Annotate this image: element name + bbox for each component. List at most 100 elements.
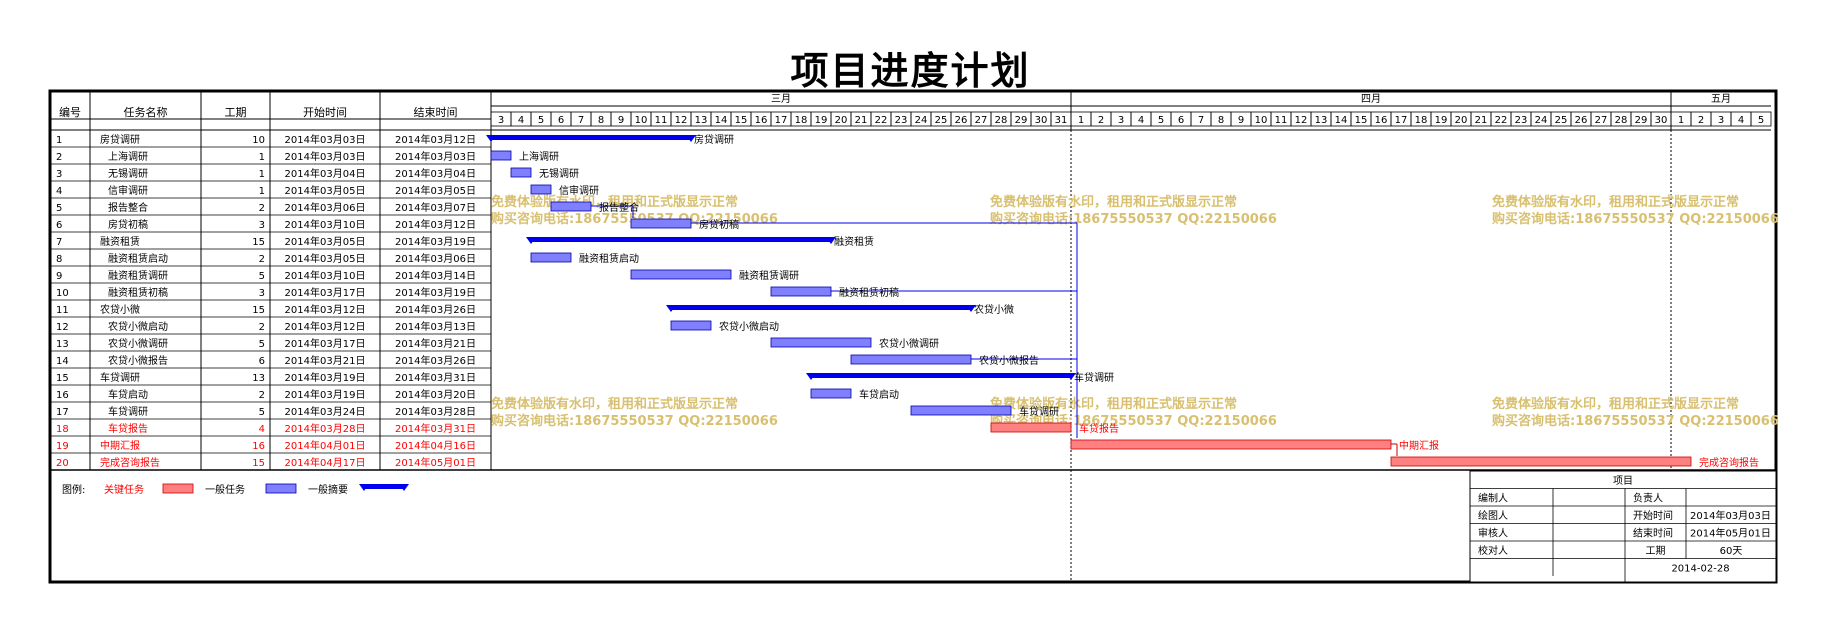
day-label: 7 (578, 115, 584, 126)
task-duration: 15 (252, 237, 265, 248)
task-start: 2014年04月01日 (285, 439, 366, 452)
task-duration: 1 (259, 152, 265, 163)
task-bar (630, 218, 692, 229)
day-label: 1 (1678, 115, 1684, 126)
day-label: 15 (735, 115, 748, 126)
task-bar (810, 388, 852, 399)
column-header: 结束时间 (414, 106, 458, 119)
day-label: 15 (1355, 115, 1368, 126)
task-duration: 2 (259, 203, 265, 214)
info-label: 审核人 (1478, 527, 1508, 540)
bar-label: 房贷初稿 (699, 218, 739, 231)
info-date: 2014-02-28 (1671, 564, 1729, 575)
day-label: 14 (715, 115, 728, 126)
day-label: 30 (1655, 115, 1668, 126)
day-label: 26 (1575, 115, 1588, 126)
task-start: 2014年03月12日 (285, 303, 366, 316)
task-bar (850, 354, 972, 365)
legend-critical-swatch (162, 483, 194, 494)
task-name: 融资租赁启动 (108, 252, 168, 265)
task-duration: 3 (259, 220, 265, 231)
task-name: 农贷小微报告 (108, 354, 168, 367)
task-end: 2014年03月05日 (395, 184, 476, 197)
info-value: 2014年05月01日 (1690, 527, 1771, 540)
task-id: 1 (56, 135, 62, 146)
day-label: 20 (1455, 115, 1468, 126)
task-end: 2014年03月19日 (395, 235, 476, 248)
task-name: 信审调研 (108, 184, 148, 197)
task-name: 融资租赁 (100, 235, 140, 248)
task-id: 8 (56, 254, 62, 265)
info-label: 校对人 (1478, 544, 1508, 557)
watermark-text: 购买咨询电话:18675550537 QQ:22150066 (1492, 413, 1779, 429)
day-label: 24 (1535, 115, 1548, 126)
task-end: 2014年03月04日 (395, 167, 476, 180)
task-duration: 1 (259, 169, 265, 180)
info-label: 工期 (1646, 545, 1666, 557)
task-id: 19 (56, 441, 69, 452)
day-label: 16 (755, 115, 768, 126)
task-end: 2014年03月21日 (395, 337, 476, 350)
legend-summary-label: 一般摘要 (308, 483, 348, 496)
task-name: 完成咨询报告 (100, 456, 160, 469)
day-label: 28 (995, 115, 1008, 126)
watermark-text: 免费体验版有水印，租用和正式版显示正常 (491, 396, 738, 412)
task-bar (530, 184, 552, 195)
task-end: 2014年03月06日 (395, 252, 476, 265)
bar-label: 车贷调研 (1019, 405, 1059, 418)
day-label: 8 (598, 115, 604, 126)
task-bar (630, 269, 732, 280)
month-label: 四月 (1361, 93, 1381, 105)
legend-critical-label: 关键任务 (104, 483, 144, 496)
day-label: 3 (1118, 115, 1124, 126)
task-name: 融资租赁调研 (108, 269, 168, 282)
task-start: 2014年03月12日 (285, 320, 366, 333)
column-header: 任务名称 (124, 105, 168, 119)
day-label: 5 (1758, 115, 1764, 126)
task-end: 2014年03月03日 (395, 150, 476, 163)
day-label: 5 (538, 115, 544, 126)
day-label: 10 (635, 115, 648, 126)
day-label: 4 (1138, 115, 1144, 126)
bar-label: 农贷小微报告 (979, 354, 1039, 367)
summary-end-marker (666, 305, 676, 312)
info-label: 编制人 (1478, 492, 1508, 505)
task-bar (910, 405, 1012, 416)
task-bar (670, 320, 712, 331)
bar-label: 房贷调研 (694, 133, 734, 146)
day-label: 26 (955, 115, 968, 126)
bar-label: 车贷报告 (1079, 422, 1119, 435)
day-label: 13 (1315, 115, 1328, 126)
task-name: 车贷报告 (108, 422, 148, 435)
day-label: 14 (1335, 115, 1348, 126)
task-end: 2014年03月31日 (395, 422, 476, 435)
task-name: 中期汇报 (100, 439, 140, 452)
task-bar (770, 286, 832, 297)
day-label: 3 (1718, 115, 1724, 126)
watermark-text: 免费体验版有水印，租用和正式版显示正常 (1492, 396, 1739, 412)
day-label: 25 (1555, 115, 1568, 126)
day-label: 4 (1738, 115, 1744, 126)
info-label: 绘图人 (1478, 509, 1508, 522)
task-end: 2014年03月19日 (395, 286, 476, 299)
watermark-text: 免费体验版有水印，租用和正式版显示正常 (990, 194, 1237, 210)
task-id: 11 (56, 305, 69, 316)
bar-label: 上海调研 (519, 150, 559, 163)
task-start: 2014年04月17日 (285, 456, 366, 469)
bar-label: 车贷调研 (1074, 371, 1114, 384)
info-label: 开始时间 (1633, 509, 1673, 522)
day-label: 17 (775, 115, 788, 126)
task-id: 3 (56, 169, 62, 180)
day-label: 27 (975, 115, 988, 126)
task-start: 2014年03月05日 (285, 235, 366, 248)
bar-label: 中期汇报 (1399, 439, 1439, 452)
day-label: 16 (1375, 115, 1388, 126)
column-header: 编号 (59, 105, 81, 119)
month-label: 五月 (1711, 93, 1731, 105)
task-duration: 16 (252, 441, 265, 452)
task-duration: 6 (259, 356, 265, 367)
task-id: 12 (56, 322, 69, 333)
bar-label: 车贷启动 (859, 388, 899, 401)
info-value: 2014年03月03日 (1690, 509, 1771, 522)
bar-label: 融资租赁 (834, 235, 874, 248)
